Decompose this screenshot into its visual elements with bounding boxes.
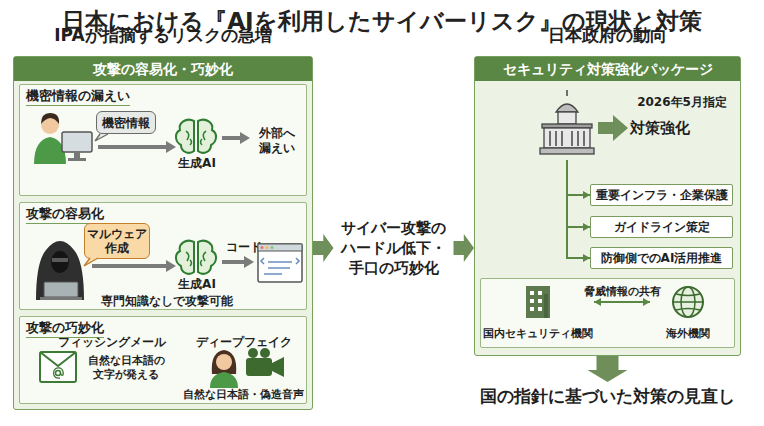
connector (588, 356, 628, 382)
annotation-text: 自然な日本語の 文字が発える (80, 354, 172, 382)
bubble-text: 機密情報 (102, 116, 150, 130)
hub-text: 対策強化 (630, 118, 690, 138)
annotation-text: 生成AI (174, 156, 220, 171)
annotation-text: フィッシングメール (56, 335, 168, 350)
icon-caption: 海外機関 (650, 327, 726, 340)
speech-bubble: マルウェア 作成 (84, 223, 150, 259)
result-text: 国の指針に基づいた対策の見直し (480, 385, 735, 408)
annotation-text: 専門知識なしで攻撃可能 (92, 294, 242, 308)
block-arrow (313, 234, 334, 262)
block-arrow (454, 234, 475, 262)
section-heading: 機密情報の漏えい (26, 88, 130, 106)
bubble-text: マルウェア 作成 (85, 227, 149, 255)
annotation-text: コード (224, 240, 264, 255)
result-node: 国の指針に基づいた対策の見直し (470, 382, 745, 410)
annotation-text: 生成AI (174, 277, 220, 292)
annotation-text: 2026年5月指定 (634, 95, 730, 110)
annotation-text: ディープフェイク (196, 335, 292, 350)
risk-section: 攻撃の容易化マルウェア 作成 (19, 202, 307, 310)
panel-header-bar: セキュリティ対策強化パッケージ (475, 57, 740, 81)
measure-box: 防御側でのAI活用推進 (590, 247, 733, 269)
panel-heading: 日本政府の動向 (455, 24, 760, 46)
measure-box: ガイドライン策定 (590, 216, 733, 238)
measure-box: 重要インフラ・企業保護 (590, 184, 733, 206)
edge-label: 脅威情報の共有 (581, 285, 663, 299)
box-text: ガイドライン策定 (614, 219, 710, 236)
annotation-text: 自然な日本語・偽造音声 (176, 388, 310, 402)
edge-label: サイバー攻撃の ハードル低下・ 手口の巧妙化 (336, 218, 452, 278)
box-text: 重要インフラ・企業保護 (596, 187, 728, 204)
speech-bubble: 機密情報 (96, 111, 156, 134)
block-arrow (588, 356, 628, 382)
panel-header-bar: 攻撃の容易化・巧妙化 (14, 57, 312, 81)
panel-heading: IPAが指摘するリスクの急増 (0, 24, 332, 46)
agency-node: 国内セキュリティ機関 (482, 282, 594, 342)
annotation-text: 外部へ 漏えい (250, 126, 304, 156)
icon-caption: 国内セキュリティ機関 (482, 327, 594, 340)
box-text: 防御側でのAI活用推進 (601, 250, 723, 267)
agency-node: 海外機関 (650, 282, 726, 342)
section-heading: 攻撃の容易化 (26, 206, 104, 224)
